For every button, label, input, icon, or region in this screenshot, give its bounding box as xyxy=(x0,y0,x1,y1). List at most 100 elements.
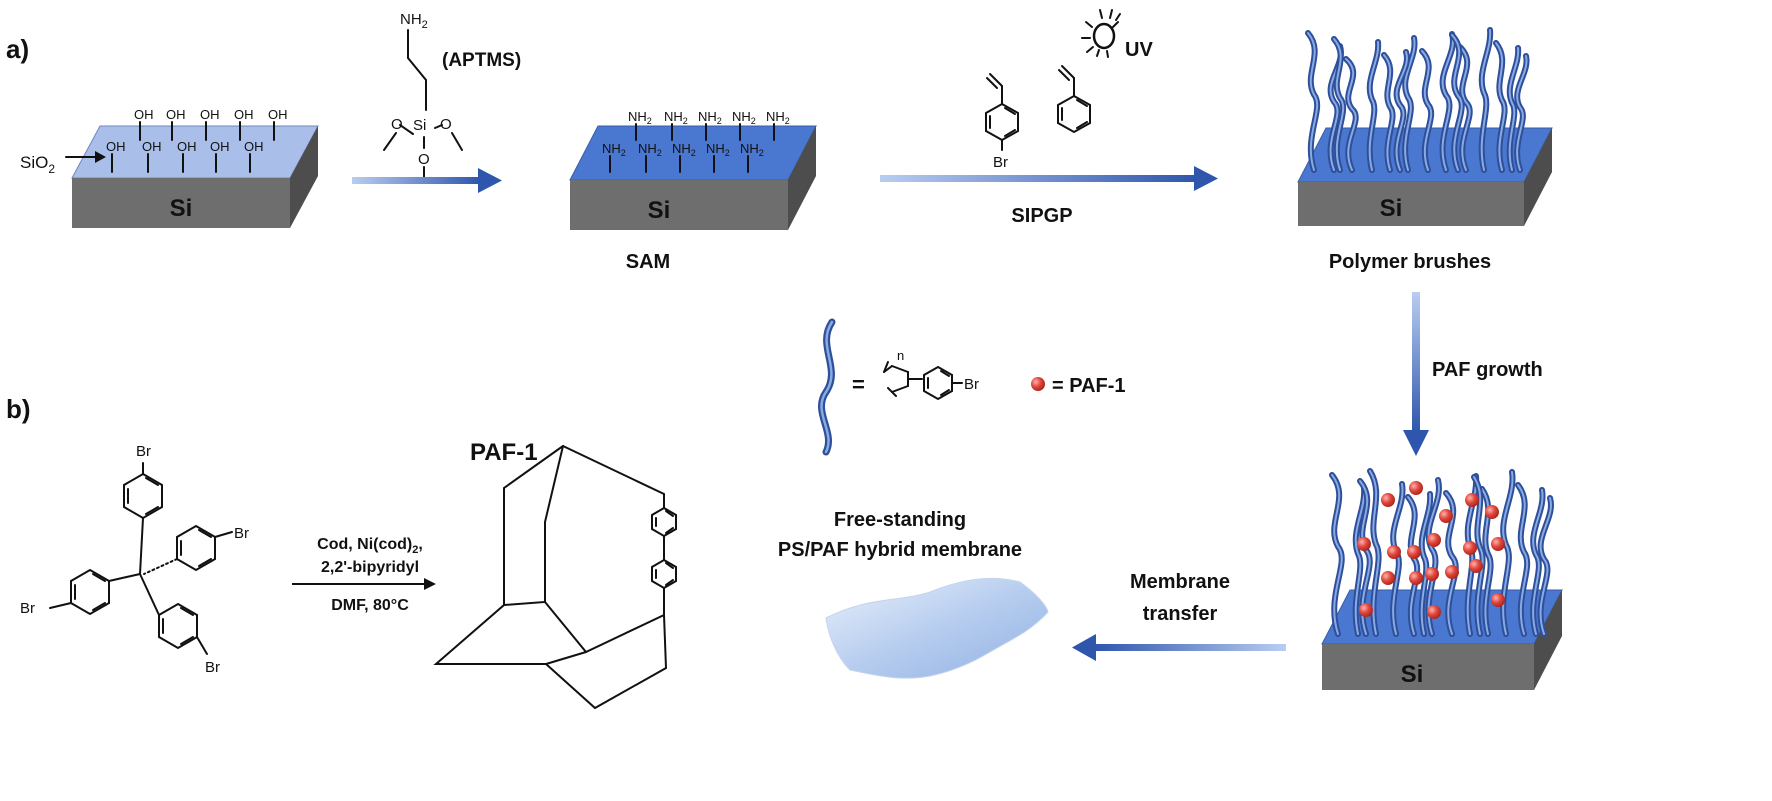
paf-particle xyxy=(1491,537,1505,551)
monomer-styrene xyxy=(1057,65,1091,134)
monomer-4-bromostyrene: Br xyxy=(985,73,1019,171)
legend-paf-eq: = PAF-1 xyxy=(1052,375,1126,397)
cond-line-3: DMF, 80°C xyxy=(331,597,409,614)
panel-b-label: b) xyxy=(6,394,31,424)
paf-particle xyxy=(1381,571,1395,585)
aptms-o-right: O xyxy=(440,116,452,133)
si-label-3: Si xyxy=(1380,195,1403,222)
free-standing-membrane xyxy=(825,577,1049,679)
arrow-sipgp xyxy=(880,166,1218,191)
nh2-label: NH2 xyxy=(602,141,626,158)
nh2-label: NH2 xyxy=(732,109,756,126)
brushes-label: Polymer brushes xyxy=(1329,251,1491,273)
uv-lamp-icon xyxy=(1081,9,1121,58)
polymer-brush-chains xyxy=(1305,27,1530,173)
legend-n-label: n xyxy=(897,348,904,363)
paf-particle xyxy=(1439,509,1453,523)
arrow-synthesis xyxy=(292,578,436,590)
legend: = n Br = PAF-1 xyxy=(818,318,1126,456)
si-label-2: Si xyxy=(648,197,671,224)
paf-growth-label: PAF growth xyxy=(1432,359,1543,381)
nh2-label: NH2 xyxy=(766,109,790,126)
cond-line-2: 2,2'-bipyridyl xyxy=(321,559,419,576)
membrane-title-1: Free-standing xyxy=(834,509,966,531)
paf-particle xyxy=(1445,565,1459,579)
hydroxyl-groups: OH OH OH OH OH OH OH OH OH OH xyxy=(106,107,288,173)
sam-label: SAM xyxy=(626,251,670,273)
paf-1-structure xyxy=(433,445,677,710)
paf-particle xyxy=(1427,605,1441,619)
sio2-label: SiO2 xyxy=(20,153,55,176)
oh-label: OH xyxy=(106,139,126,154)
paf-particle xyxy=(1427,533,1441,547)
hybrid-brush-chains xyxy=(1329,468,1554,637)
sipgp-label: SIPGP xyxy=(1011,205,1072,227)
oh-label: OH xyxy=(134,107,154,122)
tetrakis-bromophenyl-methane: Br Br Br Br xyxy=(20,443,249,676)
aptms-name: (APTMS) xyxy=(442,50,521,71)
oh-label: OH xyxy=(210,139,230,154)
paf-particle xyxy=(1409,571,1423,585)
si-label-4: Si xyxy=(1401,661,1424,688)
oh-label: OH xyxy=(268,107,288,122)
sio2-pointer-head xyxy=(95,151,106,163)
nh2-label: NH2 xyxy=(672,141,696,158)
paf-particle xyxy=(1381,493,1395,507)
br-bottom: Br xyxy=(205,659,220,676)
panel-a-label: a) xyxy=(6,34,29,64)
oh-label: OH xyxy=(166,107,186,122)
legend-br-label: Br xyxy=(964,376,979,393)
legend-chain-eq: = xyxy=(852,372,865,397)
arrow-membrane-transfer xyxy=(1072,634,1286,661)
paf-particle xyxy=(1469,559,1483,573)
aptms-nh2: NH2 xyxy=(400,11,428,31)
uv-label: UV xyxy=(1125,39,1153,61)
transfer-label-1: Membrane xyxy=(1130,571,1230,593)
nh2-label: NH2 xyxy=(698,109,722,126)
paf-particle xyxy=(1409,481,1423,495)
nh2-label: NH2 xyxy=(706,141,730,158)
aptms-molecule: NH2 Si O O O (APTMS) xyxy=(383,11,521,184)
substrate-brushes: Si xyxy=(1297,27,1553,226)
oh-label: OH xyxy=(234,107,254,122)
paf-particle xyxy=(1357,537,1371,551)
paf-particle xyxy=(1491,593,1505,607)
paf-particles xyxy=(1357,481,1505,619)
membrane-title-2: PS/PAF hybrid membrane xyxy=(778,539,1022,561)
substrate-sio2: Si OH OH OH OH OH OH OH OH OH OH SiO2 xyxy=(20,107,319,228)
br-left: Br xyxy=(20,600,35,617)
aptms-o-bottom: O xyxy=(418,151,430,168)
arrow-silanization xyxy=(352,168,502,193)
arrow-paf-growth xyxy=(1403,292,1429,456)
aptms-o-left: O xyxy=(391,116,403,133)
paf-particle xyxy=(1463,541,1477,555)
nh2-label: NH2 xyxy=(740,141,764,158)
paf-1-label: PAF-1 xyxy=(470,439,538,466)
paf-particle xyxy=(1485,505,1499,519)
br-top: Br xyxy=(136,443,151,460)
nh2-label: NH2 xyxy=(664,109,688,126)
paf-particle xyxy=(1407,545,1421,559)
oh-label: OH xyxy=(200,107,220,122)
oh-label: OH xyxy=(142,139,162,154)
nh2-label: NH2 xyxy=(638,141,662,158)
substrate-paf-loaded: Si xyxy=(1321,468,1563,690)
oh-label: OH xyxy=(244,139,264,154)
paf-particle xyxy=(1387,545,1401,559)
br-right: Br xyxy=(234,525,249,542)
paf-particle xyxy=(1425,567,1439,581)
transfer-label-2: transfer xyxy=(1143,603,1218,625)
paf-particle xyxy=(1359,603,1373,617)
si-label-1: Si xyxy=(170,195,193,222)
legend-paf-dot xyxy=(1031,377,1045,391)
monomer-br-label: Br xyxy=(993,154,1008,171)
paf-particle xyxy=(1465,493,1479,507)
aptms-si: Si xyxy=(413,117,426,134)
cond-line-1: Cod, Ni(cod)2, xyxy=(317,536,423,556)
nh2-label: NH2 xyxy=(628,109,652,126)
oh-label: OH xyxy=(177,139,197,154)
